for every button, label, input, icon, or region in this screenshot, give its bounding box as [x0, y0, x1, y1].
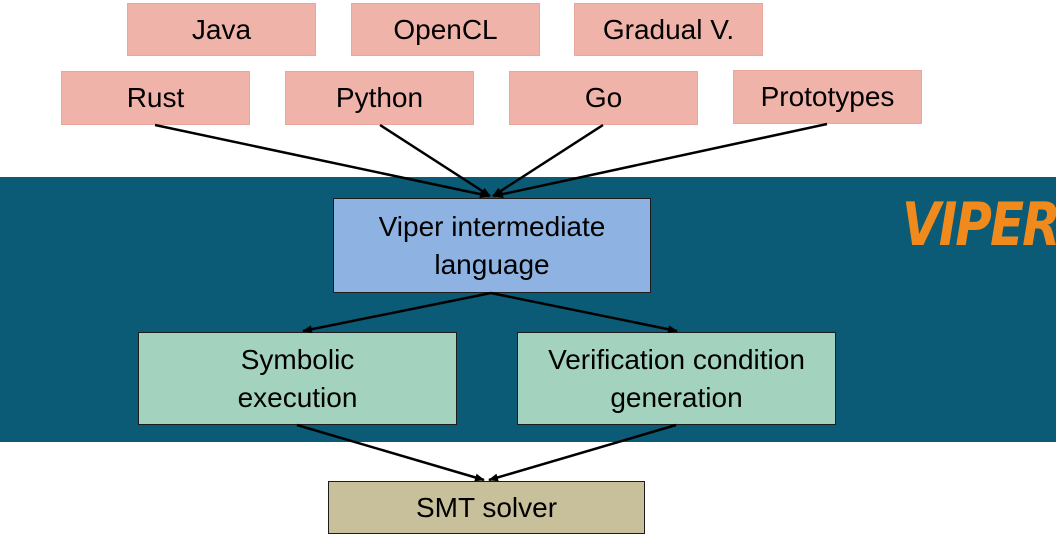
symbolic-execution-box: Symbolic execution: [138, 332, 457, 425]
frontend-label: Rust: [126, 82, 185, 113]
viper-intermediate-language-box: Viper intermediate language: [333, 198, 651, 293]
frontend-label: OpenCL: [393, 13, 498, 45]
backend-label-line2: generation: [610, 381, 743, 413]
frontend-opencl: OpenCL: [351, 3, 540, 56]
frontend-label: Go: [584, 82, 623, 113]
frontend-gradual-viper: Gradual V.: [574, 3, 763, 56]
frontend-label: Python: [335, 82, 424, 113]
backend-label-line1: Verification condition: [548, 343, 805, 375]
ir-label-line2: language: [434, 248, 550, 280]
backend-label-line2: execution: [237, 381, 358, 413]
frontend-go: Go: [509, 71, 698, 125]
backend-label-line1: Symbolic: [240, 343, 355, 375]
frontend-prototypes: Prototypes: [733, 70, 922, 124]
frontend-label: Java: [191, 13, 252, 45]
frontend-label: Prototypes: [760, 81, 895, 112]
frontend-python: Python: [285, 71, 474, 125]
verification-condition-generation-box: Verification condition generation: [517, 332, 836, 425]
ir-label-line1: Viper intermediate: [378, 210, 606, 242]
frontend-label: Gradual V.: [602, 13, 735, 45]
viper-logo: VIPER: [902, 190, 1056, 260]
smt-solver-box: SMT solver: [328, 481, 645, 534]
frontend-java: Java: [127, 3, 316, 56]
frontend-rust: Rust: [61, 71, 250, 125]
smt-solver-label: SMT solver: [415, 491, 558, 523]
